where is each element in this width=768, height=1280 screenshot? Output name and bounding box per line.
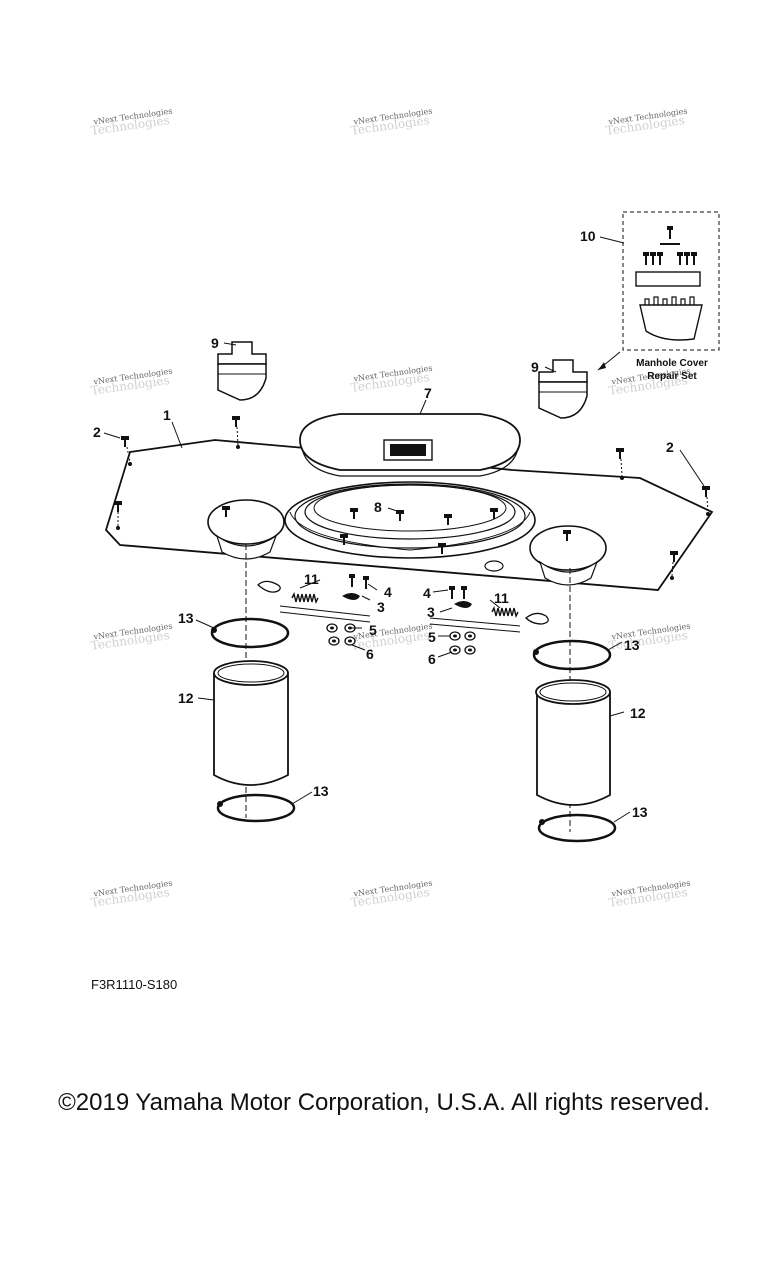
callouts: 1 2 2 3 3 4 4 5 5 6 6 7 8 9 9 10 11 11 1… xyxy=(93,228,674,820)
callout-11: 11 xyxy=(494,590,509,606)
callout-8: 8 xyxy=(374,499,382,515)
callout-5: 5 xyxy=(369,622,377,638)
watermark: Technologies vNext Technologies xyxy=(90,366,173,397)
callout-12: 12 xyxy=(178,690,194,706)
callout-2: 2 xyxy=(666,439,674,455)
callout-6: 6 xyxy=(366,646,374,662)
watermark: Technologies vNext Technologies xyxy=(90,621,173,652)
callout-11: 11 xyxy=(304,571,319,587)
callout-13: 13 xyxy=(313,783,329,799)
latch-block-left xyxy=(217,341,267,401)
callout-3: 3 xyxy=(427,604,435,620)
watermark: Technologies vNext Technologies xyxy=(608,878,691,909)
callout-2: 2 xyxy=(93,424,101,440)
callout-12: 12 xyxy=(630,705,646,721)
callout-6: 6 xyxy=(428,651,436,667)
watermark: Technologies vNext Technologies xyxy=(90,106,173,137)
callout-9: 9 xyxy=(531,359,539,375)
watermark: Technologies vNext Technologies xyxy=(90,878,173,909)
callout-9: 9 xyxy=(211,335,219,351)
callout-13: 13 xyxy=(632,804,648,820)
watermark: Technologies vNext Technologies xyxy=(350,878,433,909)
callout-4: 4 xyxy=(384,584,392,600)
callout-13: 13 xyxy=(624,637,640,653)
manhole-cover xyxy=(299,413,521,477)
left-hardware xyxy=(257,573,371,646)
screws xyxy=(113,415,711,577)
right-hardware xyxy=(429,585,549,655)
callout-4: 4 xyxy=(423,585,431,601)
watermark: Technologies vNext Technologies xyxy=(350,621,433,652)
latch-block-right xyxy=(538,359,588,419)
watermark: Technologies vNext Technologies xyxy=(605,106,688,137)
leader-lines xyxy=(103,236,705,823)
left-cylinder-assembly xyxy=(210,544,296,823)
callout-10: 10 xyxy=(580,228,596,244)
callout-3: 3 xyxy=(377,599,385,615)
drawing-code: F3R1110-S180 xyxy=(91,977,178,992)
callout-7: 7 xyxy=(424,385,432,401)
callout-1: 1 xyxy=(163,407,171,423)
callout-5: 5 xyxy=(428,629,436,645)
repair-kit-box: Manhole Cover Repair Set xyxy=(597,211,720,382)
right-cylinder-assembly xyxy=(532,568,617,843)
repair-kit-label-line2: Repair Set xyxy=(647,371,697,382)
callout-13: 13 xyxy=(178,610,194,626)
watermark: Technologies vNext Technologies xyxy=(350,106,433,137)
watermark: Technologies vNext Technologies xyxy=(350,363,433,394)
copyright-notice: ©2019 Yamaha Motor Corporation, U.S.A. A… xyxy=(58,1089,710,1116)
manhole-frame xyxy=(284,481,536,572)
watermark: Technologies vNext Technologies xyxy=(608,621,691,652)
repair-kit-label-line1: Manhole Cover xyxy=(636,358,708,369)
